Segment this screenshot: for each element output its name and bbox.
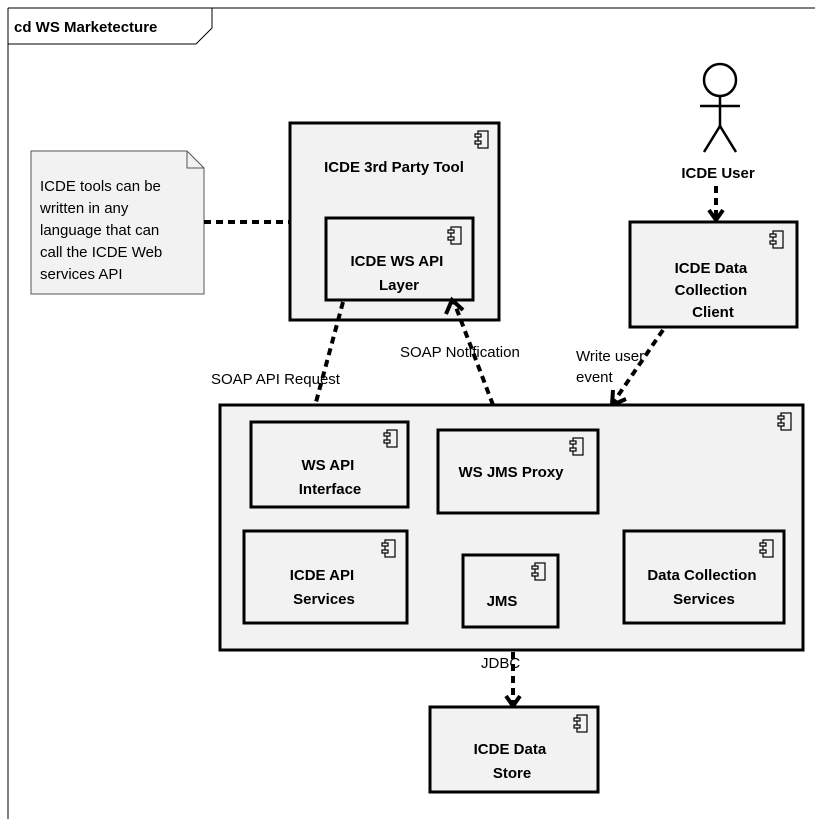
soap-notification-label: SOAP Notification <box>400 344 520 361</box>
diagram-frame: cd WS Marketecture <box>7 7 815 819</box>
svg-text:ICDE User: ICDE User <box>681 165 755 182</box>
actor-icde-user[interactable]: ICDE User <box>681 62 755 182</box>
component-data-store[interactable]: ICDE Data Store <box>428 705 600 794</box>
component-data-collection-client[interactable]: ICDE Data Collection Client <box>628 220 799 329</box>
svg-text:JMS: JMS <box>487 593 518 610</box>
svg-text:Data Collection Services: Data Collection Services <box>647 567 760 608</box>
soap-request-link <box>310 301 345 418</box>
component-ws-api-interface[interactable]: WS API Interface <box>249 420 410 509</box>
svg-text:WS API Interface: WS API Interface <box>299 457 362 498</box>
actor-arrow-icon <box>707 208 725 224</box>
jdbc-label: JDBC <box>481 655 520 672</box>
write-event-label: Write user event <box>576 348 648 386</box>
component-ws-api-layer[interactable]: ICDE WS API Layer <box>324 216 475 302</box>
soap-notification-link <box>452 301 495 406</box>
write-event-link <box>611 328 665 405</box>
component-ws-jms-proxy[interactable]: WS JMS Proxy <box>436 428 600 515</box>
frame-title: cd WS Marketecture <box>14 19 157 36</box>
soap-notification-arrow-icon <box>444 296 465 315</box>
svg-text:ICDE WS API Layer: ICDE WS API Layer <box>351 253 448 294</box>
note-text: ICDE tools can be written in any languag… <box>39 178 166 283</box>
svg-text:ICDE Data Collection: ICDE Data Collection Client <box>675 260 752 321</box>
svg-text:WS JMS Proxy: WS JMS Proxy <box>458 464 564 481</box>
component-jms[interactable]: JMS <box>461 553 560 629</box>
component-data-collection-services[interactable]: Data Collection Services <box>622 529 786 625</box>
svg-text:ICDE 3rd Party Tool: ICDE 3rd Party Tool <box>324 159 464 176</box>
svg-text:ICDE API Services: ICDE API Services <box>290 567 359 608</box>
soap-request-label: SOAP API Request <box>211 371 341 388</box>
component-icde-api-services[interactable]: ICDE API Services <box>242 529 409 625</box>
svg-text:ICDE Data Store: ICDE Data Store <box>474 741 551 782</box>
note: ICDE tools can be written in any languag… <box>30 150 205 295</box>
